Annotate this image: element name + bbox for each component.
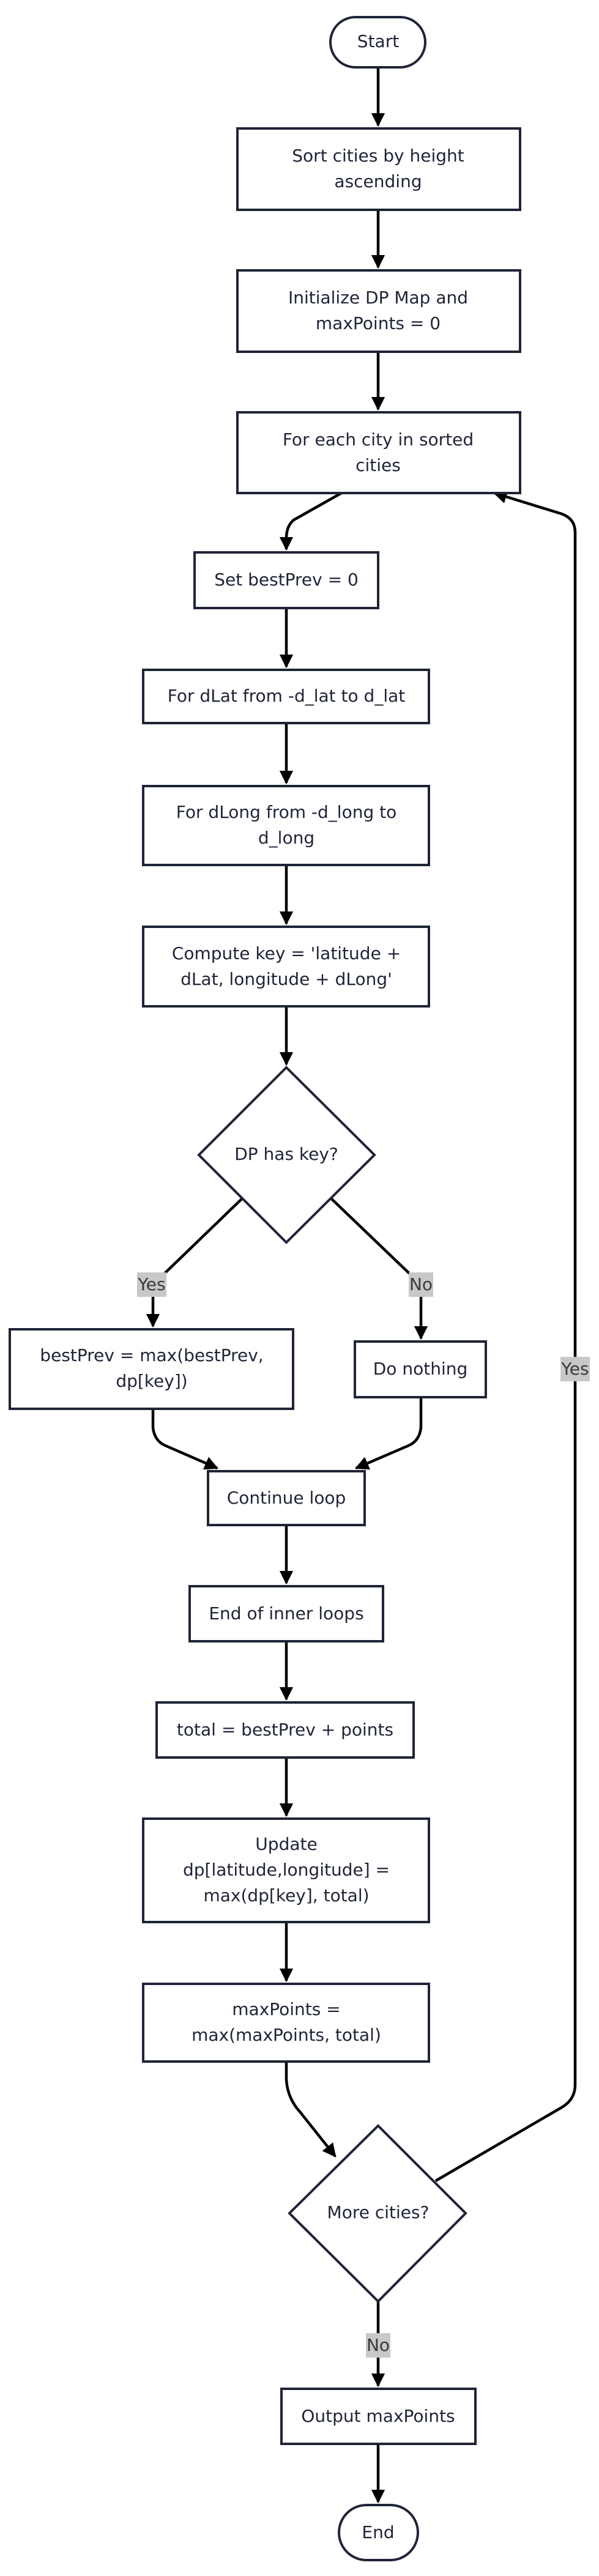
svg-text:dLat, longitude + dLong': dLat, longitude + dLong': [180, 969, 392, 989]
svg-text:bestPrev = max(bestPrev,: bestPrev = max(bestPrev,: [40, 1345, 263, 1365]
node-for-each-city: For each city in sorted cities: [236, 411, 521, 494]
edge-morecities-yes-loop: [434, 490, 577, 2182]
node-for-dlat: For dLat from -d_lat to d_lat: [142, 669, 430, 724]
node-initialize-dp: Initialize DP Map and maxPoints = 0: [236, 269, 521, 353]
node-end: End: [338, 2504, 419, 2561]
edge-label-no-more-cities: No: [366, 2333, 390, 2358]
svg-text:ascending: ascending: [334, 171, 422, 191]
node-continue-loop: Continue loop: [207, 1470, 366, 1526]
edge-donothing-to-continue: [354, 1397, 423, 1470]
node-do-nothing: Do nothing: [354, 1340, 487, 1398]
node-sort-cities: Sort cities by height ascending: [236, 127, 521, 211]
edge-bestmax-to-continue: [151, 1409, 219, 1470]
svg-text:Set bestPrev = 0: Set bestPrev = 0: [214, 570, 359, 590]
svg-text:d_long: d_long: [258, 828, 314, 848]
node-start: Start: [329, 16, 426, 69]
svg-text:No: No: [366, 2335, 390, 2355]
svg-text:DP has key?: DP has key?: [234, 1144, 338, 1164]
edges: [146, 67, 577, 2504]
svg-text:max(maxPoints, total): max(maxPoints, total): [192, 2025, 381, 2045]
node-max-points: maxPoints = max(maxPoints, total): [142, 1983, 430, 2063]
svg-text:max(dp[key], total): max(dp[key], total): [203, 1885, 369, 1906]
edge-maxpoints-to-morecities: [285, 2062, 337, 2158]
svg-text:End: End: [362, 2522, 394, 2542]
svg-text:No: No: [409, 1274, 433, 1294]
svg-text:Continue loop: Continue loop: [227, 1488, 346, 1508]
node-set-bestprev: Set bestPrev = 0: [193, 551, 379, 609]
node-for-dlong: For dLong from -d_long to d_long: [142, 785, 430, 866]
edge-dphaskey-no: [329, 1197, 428, 1340]
edge-label-yes-has-key: Yes: [137, 1272, 166, 1297]
svg-text:dp[latitude,longitude] =: dp[latitude,longitude] =: [183, 1860, 390, 1880]
svg-text:dp[key]): dp[key]): [116, 1371, 187, 1391]
svg-text:Initialize DP Map and: Initialize DP Map and: [288, 288, 468, 308]
svg-text:Output maxPoints: Output maxPoints: [301, 2406, 455, 2426]
edge-label-no-has-key: No: [409, 1272, 433, 1297]
svg-text:Yes: Yes: [137, 1274, 165, 1294]
node-output-maxpoints: Output maxPoints: [280, 2388, 477, 2445]
svg-text:For dLong from -d_long to: For dLong from -d_long to: [176, 802, 396, 822]
svg-text:For dLat from -d_lat to d_lat: For dLat from -d_lat to d_lat: [168, 686, 406, 706]
edge-dphaskey-yes: [146, 1197, 244, 1328]
node-end-inner-loops: End of inner loops: [188, 1585, 384, 1642]
node-update-dp: Update dp[latitude,longitude] = max(dp[k…: [142, 1817, 430, 1923]
svg-text:maxPoints = 0: maxPoints = 0: [316, 313, 441, 333]
node-total: total = bestPrev + points: [155, 1701, 415, 1759]
svg-text:End of inner loops: End of inner loops: [209, 1603, 363, 1624]
svg-text:Yes: Yes: [560, 1359, 589, 1379]
svg-text:Sort cities by height: Sort cities by height: [292, 146, 464, 166]
svg-text:For each city in sorted: For each city in sorted: [283, 429, 474, 450]
svg-text:total = bestPrev + points: total = bestPrev + points: [177, 1720, 393, 1740]
node-compute-key: Compute key = 'latitude + dLat, longitud…: [142, 926, 430, 1008]
node-more-cities: More cities?: [288, 2124, 467, 2303]
svg-text:Compute key = 'latitude +: Compute key = 'latitude +: [172, 943, 401, 963]
svg-text:cities: cities: [355, 455, 401, 475]
node-bestprev-max: bestPrev = max(bestPrev, dp[key]): [9, 1328, 294, 1410]
edge-forcity-to-setbest: [279, 492, 343, 551]
svg-text:Update: Update: [255, 1834, 317, 1854]
svg-text:maxPoints =: maxPoints =: [232, 1999, 340, 2019]
edge-label-yes-more-cities: Yes: [560, 1357, 590, 1381]
svg-text:Do nothing: Do nothing: [373, 1359, 468, 1379]
node-dp-has-key: DP has key?: [197, 1066, 376, 1244]
svg-text:More cities?: More cities?: [327, 2202, 430, 2222]
svg-text:Start: Start: [357, 31, 399, 51]
